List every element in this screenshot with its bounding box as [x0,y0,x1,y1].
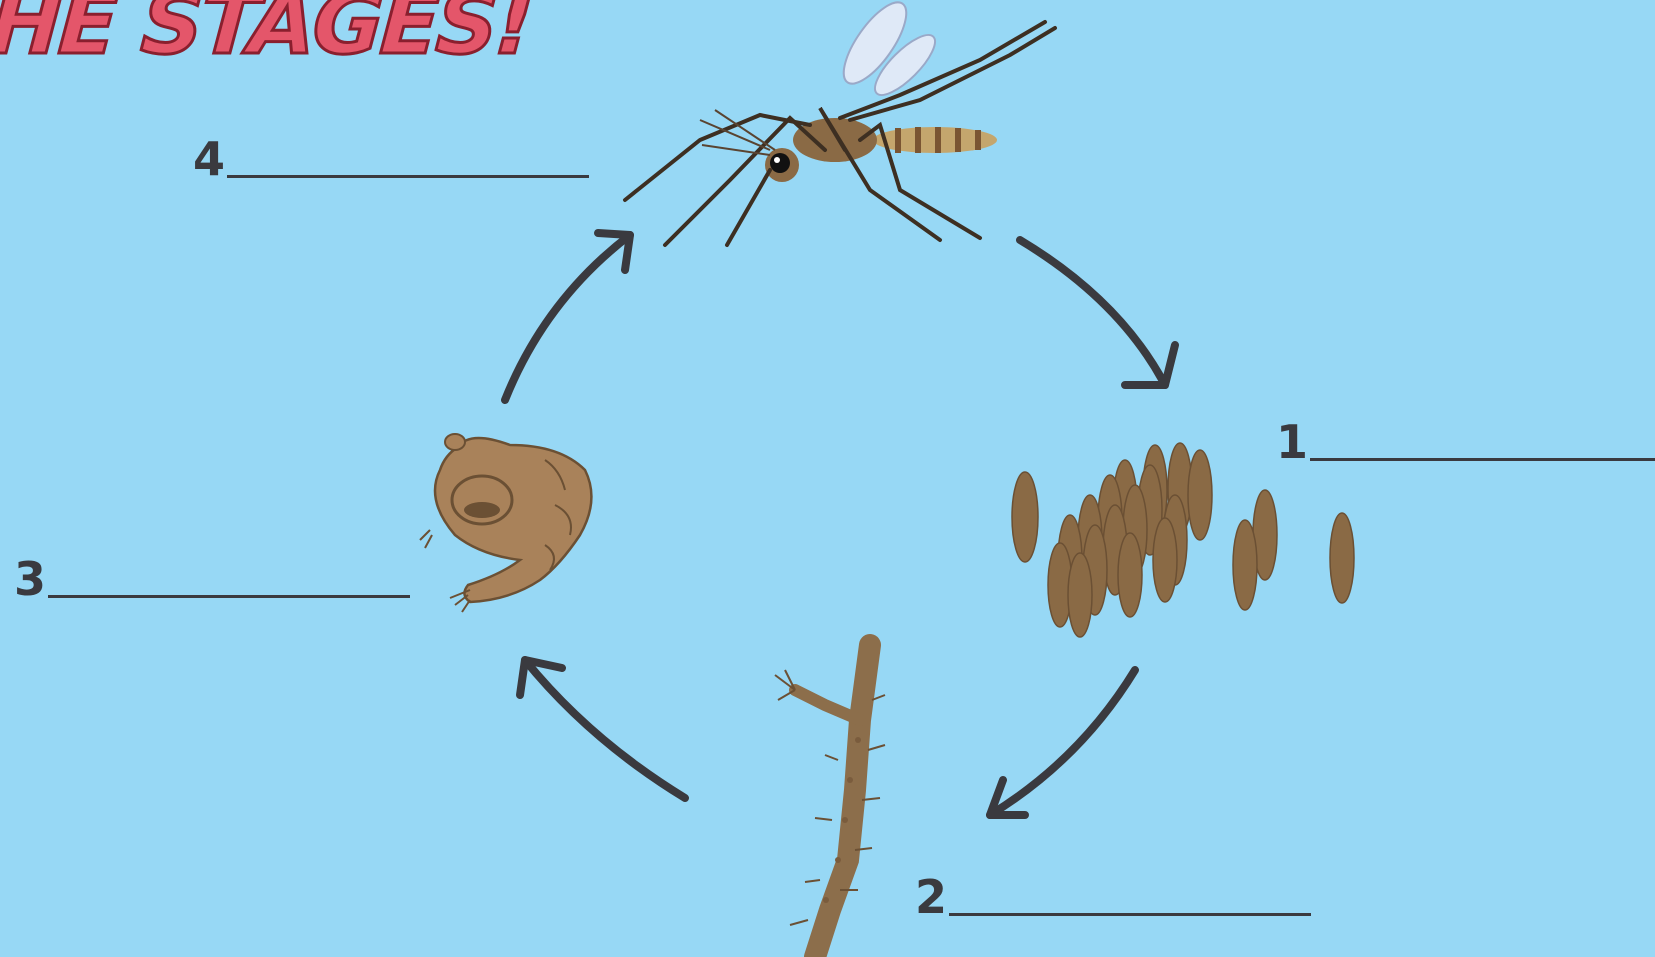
eggs-illustration [1012,443,1354,637]
larva-illustration [775,645,885,957]
arrow-pupa-to-adult [505,233,630,400]
arrow-adult-to-eggs [1020,240,1175,385]
arrow-larva-to-pupa [520,660,685,798]
arrow-eggs-to-larva [990,670,1135,815]
adult-mosquito-illustration [625,0,1055,245]
pupa-illustration [420,434,591,612]
